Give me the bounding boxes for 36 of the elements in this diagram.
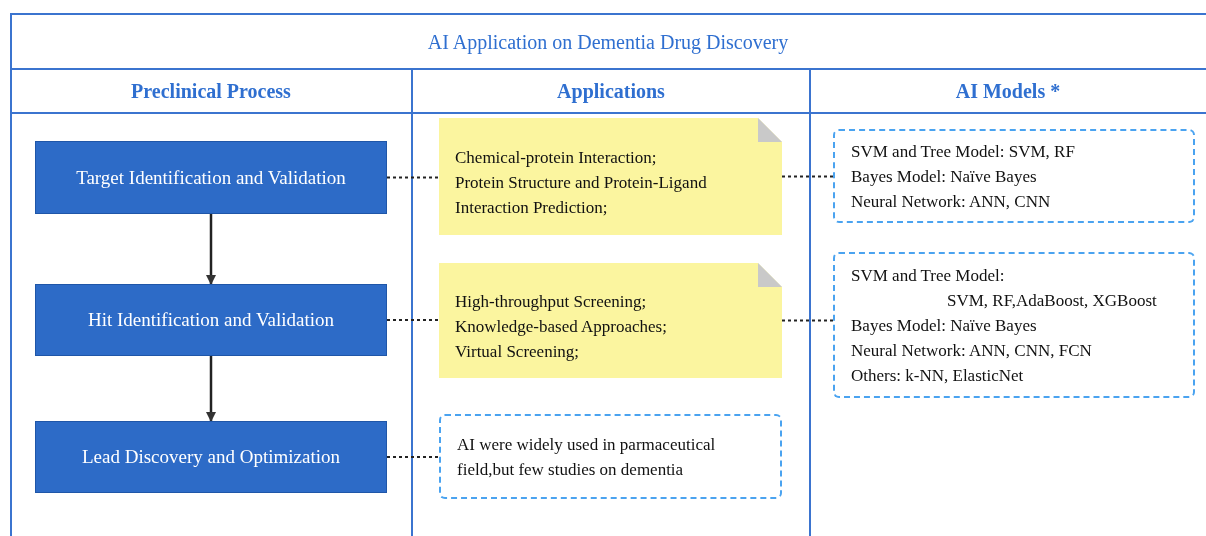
process-box [35, 421, 387, 493]
note-text: High-throughput Screening; [455, 291, 647, 313]
dotted-connector [386, 176, 440, 179]
dotted-connector [386, 319, 440, 321]
dotted-connector [781, 175, 834, 178]
dashed-box [833, 129, 1195, 223]
step-text: Hit Identification and Validation [87, 308, 335, 332]
dashed-box [833, 252, 1195, 398]
step-text: Target Identification and Validation [76, 165, 346, 190]
process-box [35, 284, 387, 356]
arrow [206, 356, 216, 422]
note-text: Virtual Screening; [455, 341, 580, 363]
note-text: Chemical-protein Interaction; [455, 147, 657, 169]
arrow [206, 214, 216, 285]
dashed-box [439, 414, 782, 499]
note-text: Protein Structure and Protein-Ligand Interaction Prediction; [455, 172, 708, 219]
dotted-connector [781, 319, 834, 322]
step-text: Lead Discovery and Optimization [82, 445, 340, 469]
column-header: AI Models * [955, 79, 1061, 104]
process-box [35, 141, 387, 214]
list-text: Bayes Model: Naïve Bayes [851, 314, 1037, 337]
note-box [439, 263, 782, 378]
list-text: Neural Network: ANN, CNN, FCN [851, 339, 1092, 362]
list-text: AI were widely used in parmaceutical field,but few studies on dementia [457, 433, 717, 481]
dotted-connector [386, 456, 440, 458]
list-text: SVM, RF,AdaBoost, XGBoost [946, 289, 1157, 312]
list-text: Bayes Model: Naïve Bayes [851, 165, 1037, 188]
list-text: Others: k-NN, ElasticNet [851, 364, 1024, 387]
list-text: Neural Network: ANN, CNN [851, 190, 1051, 213]
list-text: SVM and Tree Model: SVM, RF [851, 140, 1075, 163]
note-box [439, 118, 782, 235]
note-text: Knowledge-based Approaches; [455, 316, 667, 338]
diagram-title: AI Application on Dementia Drug Discovery [427, 29, 789, 56]
column-header: Applications [557, 79, 665, 105]
column-header: Preclinical Process [131, 79, 291, 104]
list-text: SVM and Tree Model: [851, 264, 1005, 287]
